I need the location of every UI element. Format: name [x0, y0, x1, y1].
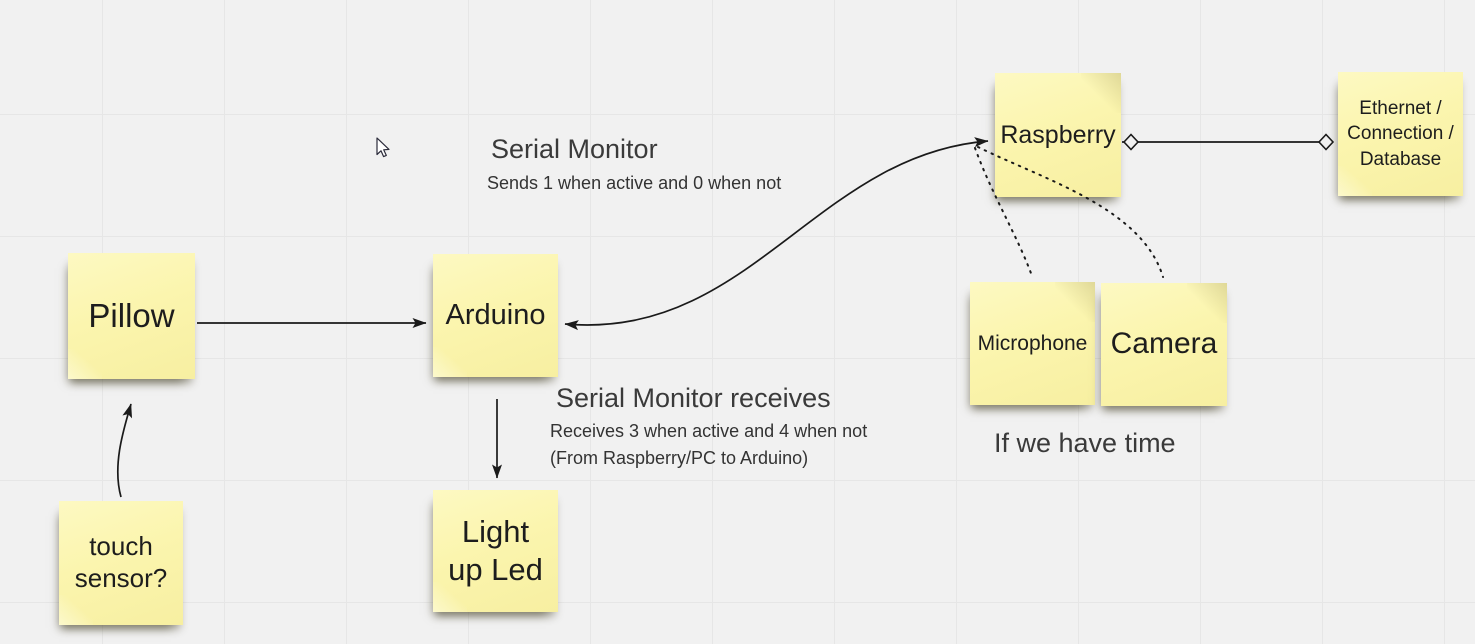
note-corner-curl — [433, 582, 467, 612]
note-corner-fold — [1081, 73, 1121, 113]
text-serial-receives-line2: (From Raspberry/PC to Arduino) — [550, 448, 809, 468]
text-serial-receives-title: Serial Monitor receives — [556, 383, 831, 413]
sticky-note-light-up-led[interactable]: Light up Led — [433, 490, 558, 612]
note-label: Pillow — [88, 296, 175, 334]
text-serial-monitor[interactable]: Serial Monitor Sends 1 when active and 0… — [487, 133, 781, 197]
text-if-we-have-time[interactable]: If we have time — [994, 428, 1176, 458]
note-corner-curl — [1338, 166, 1372, 196]
note-label: Microphone — [977, 331, 1088, 355]
connector-arduino-raspberry[interactable] — [564, 137, 989, 331]
diamond-endpoint-right[interactable] — [1317, 133, 1335, 151]
note-corner-curl — [433, 347, 467, 377]
diamond-endpoint-left[interactable] — [1122, 133, 1140, 151]
note-corner-fold — [1055, 282, 1095, 322]
sticky-note-pillow[interactable]: Pillow — [68, 253, 195, 379]
text-serial-monitor-title: Serial Monitor — [491, 134, 658, 164]
note-label: Ethernet / Connection / Database — [1347, 97, 1454, 170]
connector-raspberry-to-microphone[interactable] — [974, 147, 1033, 277]
note-corner-fold — [1187, 283, 1227, 323]
sticky-note-touch-sensor[interactable]: touch sensor? — [59, 501, 183, 625]
mouse-cursor-icon — [376, 137, 390, 158]
connector-raspberry-to-camera[interactable] — [977, 146, 1164, 278]
text-serial-receives-line1: Receives 3 when active and 4 when not — [550, 421, 868, 441]
note-corner-curl — [68, 349, 102, 379]
sticky-note-camera[interactable]: Camera — [1101, 283, 1227, 406]
sticky-note-microphone[interactable]: Microphone — [970, 282, 1095, 405]
sticky-note-arduino[interactable]: Arduino — [433, 254, 558, 377]
text-serial-monitor-subtitle: Sends 1 when active and 0 when not — [487, 173, 782, 193]
connector-touch-sensor-to-pillow[interactable] — [117, 403, 133, 498]
note-label: Raspberry — [1000, 120, 1116, 149]
text-serial-monitor-receives[interactable]: Serial Monitor receives Receives 3 when … — [550, 382, 867, 472]
sticky-note-raspberry[interactable]: Raspberry — [995, 73, 1121, 197]
note-corner-curl — [59, 595, 93, 625]
note-label: Arduino — [445, 298, 546, 331]
note-label: Light up Led — [448, 514, 543, 587]
note-label: touch sensor? — [74, 531, 168, 593]
note-label: Camera — [1110, 327, 1218, 361]
sticky-note-ethernet-connection-database[interactable]: Ethernet / Connection / Database — [1338, 72, 1463, 196]
